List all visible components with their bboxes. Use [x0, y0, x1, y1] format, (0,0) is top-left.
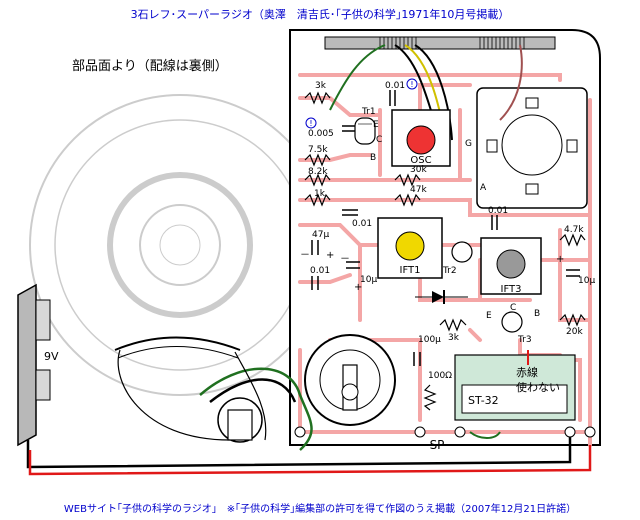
plus-1: +: [326, 250, 334, 261]
ift3-coil: [480, 237, 542, 295]
minus-2: －: [340, 254, 350, 265]
resistor-low: [423, 318, 467, 411]
r-3k-top-label: 3k: [315, 81, 327, 91]
resistor-47k-right: [559, 233, 586, 247]
tr1-label: Tr1: [361, 107, 376, 117]
r-82k-label: 8.2k: [308, 167, 328, 177]
electrolytic-47u: [311, 240, 319, 255]
tr3-label: Tr3: [517, 335, 532, 345]
tr3-pin-e: E: [486, 311, 492, 321]
info-mark-left: !: [309, 119, 312, 128]
c-001-mid-label: 0.01: [352, 219, 372, 229]
capacitor-left-lower: [311, 276, 319, 290]
c-10u-mid-label: 10μ: [360, 275, 377, 285]
battery-label: 9V: [44, 350, 59, 363]
minus-1: －: [300, 250, 310, 261]
tr2-transistor: [451, 241, 473, 263]
speaker-cone: [29, 94, 331, 396]
tuner-knob: [217, 397, 263, 443]
volume-switch: [304, 334, 396, 426]
tr1-pin-b: B: [370, 153, 376, 163]
tr3-transistor: [501, 311, 523, 333]
pin-g-label: G: [465, 139, 472, 149]
r-47k-right-label: 4.7k: [564, 225, 584, 235]
electrolytic-100u: [413, 352, 421, 366]
c-100u-label: 100μ: [418, 335, 441, 345]
diode: [415, 290, 468, 304]
electrolytic-10u-mid: [346, 261, 360, 269]
resistor-middle: [394, 173, 421, 207]
side-note: 部品面より（配線は裏側）: [72, 58, 228, 74]
r-30k-label: 30k: [410, 165, 427, 175]
output-transformer: [454, 350, 576, 421]
transformer-label: ST-32: [468, 394, 499, 407]
osc-label: OSC: [410, 155, 431, 166]
c-10u-right-label: 10μ: [578, 276, 595, 286]
ift3-label: IFT3: [501, 284, 522, 295]
capacitor-mid: [342, 209, 358, 216]
r-1k-label: 1k: [314, 189, 326, 199]
r-100-label: 100Ω: [428, 371, 452, 381]
ift1-label: IFT1: [400, 265, 421, 276]
info-mark-top: !: [410, 80, 413, 89]
variable-capacitor: [476, 87, 588, 209]
c-001-left-label: 0.01: [310, 266, 330, 276]
r-75k-label: 7.5k: [308, 145, 328, 155]
r-47k-label: 47k: [410, 185, 427, 195]
tr2-label: Tr2: [442, 266, 457, 276]
unused-note: 使わない: [516, 381, 560, 394]
battery: [17, 283, 51, 447]
plus-2: +: [354, 282, 362, 293]
terminal-pads: [294, 426, 596, 438]
tr1-pin-e: E: [373, 120, 379, 130]
resistor-20k: [559, 313, 586, 327]
r-3k-low-label: 3k: [448, 333, 460, 343]
osc-coil: [391, 109, 451, 167]
c-001-top-label: 0.01: [385, 81, 405, 91]
info-icon-top: [406, 78, 418, 90]
c-0005-label: 0.005: [308, 129, 334, 139]
info-icon-left: [305, 117, 317, 129]
tr1-pin-c: C: [376, 135, 382, 145]
tr3-pin-b: B: [534, 309, 540, 319]
tr3-pin-c: C: [510, 303, 516, 313]
footer-text: WEBサイト｢子供の科学のラジオ｣ ※｢子供の科学｣編集部の許可を得て作図のうえ…: [64, 502, 576, 515]
ift1-coil: [377, 217, 443, 279]
wiring: [26, 349, 592, 476]
speaker-label: SP: [430, 438, 445, 452]
r-20k-label: 20k: [566, 327, 583, 337]
tr1-transistor: [354, 117, 376, 145]
plus-3: +: [556, 254, 564, 265]
red-wire-note: 赤線: [516, 365, 538, 379]
c-47u-label: 47μ: [312, 230, 329, 240]
speaker-terminal: [114, 336, 241, 359]
capacitor-right: [491, 215, 498, 230]
pin-a-label: A: [480, 183, 487, 193]
electrolytic-10u-right: [566, 269, 580, 277]
resistor-left-column: [304, 91, 331, 207]
c-001-right-label: 0.01: [488, 206, 508, 216]
header-title: 3石レフ･スーパーラジオ（奥澤 清吉氏･｢子供の科学｣1971年10月号掲載）: [131, 7, 510, 21]
